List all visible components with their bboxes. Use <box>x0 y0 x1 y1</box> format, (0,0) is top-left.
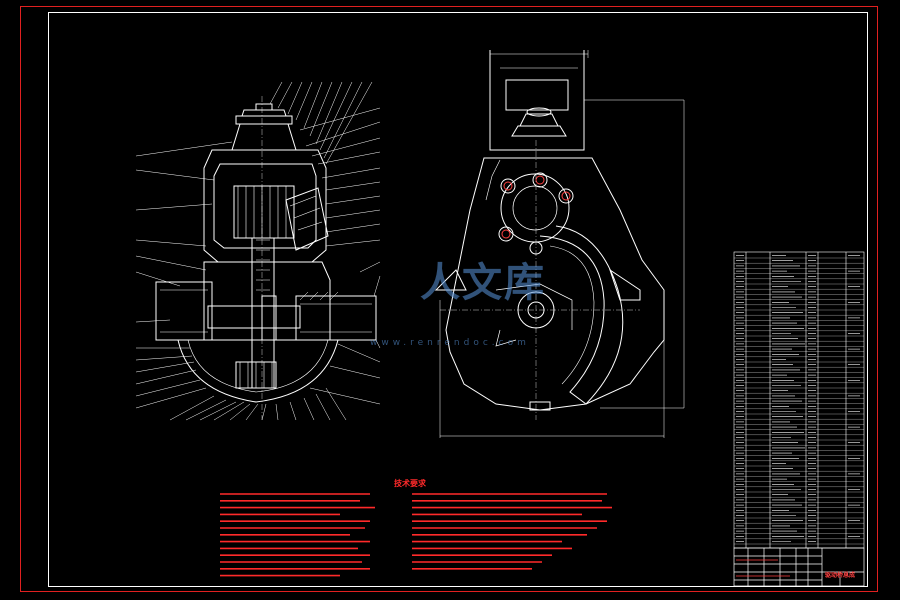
title-block-name: 驱动桥总成 <box>825 572 856 579</box>
title-block-sheet: 1 <box>845 571 849 578</box>
watermark-logo: 人文库 <box>420 260 546 306</box>
title-block <box>733 547 865 587</box>
parts-list-text-marks <box>736 255 860 542</box>
tech-requirements-title: 技术要求 <box>394 479 426 488</box>
parts-list-rows <box>734 257 864 545</box>
inner-white-frame <box>48 12 868 587</box>
sectional-view <box>135 81 381 421</box>
watermark-url: www.renrendoc.com <box>370 338 530 348</box>
outer-red-frame <box>20 6 878 592</box>
end-view <box>434 50 685 438</box>
